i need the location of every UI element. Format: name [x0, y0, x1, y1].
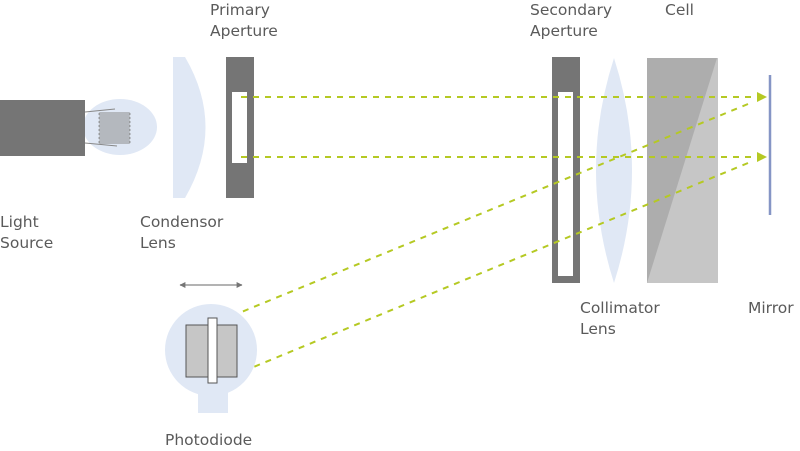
filament-icon: [84, 108, 131, 147]
label-line: Lens: [140, 234, 176, 252]
label-light-source: Light Source: [0, 212, 53, 254]
label-photodiode: Photodiode: [165, 431, 253, 449]
label-mirror: Mirror: [748, 299, 794, 317]
label-cell: Cell: [665, 1, 694, 19]
primary-aperture-slit: [232, 92, 247, 163]
condensor-lens: [173, 57, 206, 198]
beam-return-upper: [221, 103, 749, 322]
label-line: Condensor: [140, 213, 224, 231]
secondary-aperture-slit: [558, 92, 573, 276]
cell-dark: [647, 58, 717, 283]
label-primary-aperture: Primary Aperture: [210, 0, 278, 42]
label-line: Secondary: [530, 1, 613, 19]
label-collimator-lens: Collimator Lens: [580, 298, 660, 340]
label-line: Light: [0, 213, 39, 231]
label-line: Lens: [580, 320, 616, 338]
label-condensor-lens: Condensor Lens: [140, 212, 223, 254]
collimator-lens: [596, 58, 632, 283]
light-beams: [221, 92, 767, 382]
label-line: Aperture: [530, 22, 598, 40]
label-line: Source: [0, 234, 54, 252]
label-line: Primary: [210, 1, 270, 19]
photodiode-slit: [207, 317, 218, 384]
light-source-housing: [0, 100, 85, 156]
label-line: Aperture: [210, 22, 278, 40]
label-secondary-aperture: Secondary Aperture: [530, 0, 612, 42]
label-line: Collimator: [580, 299, 660, 317]
